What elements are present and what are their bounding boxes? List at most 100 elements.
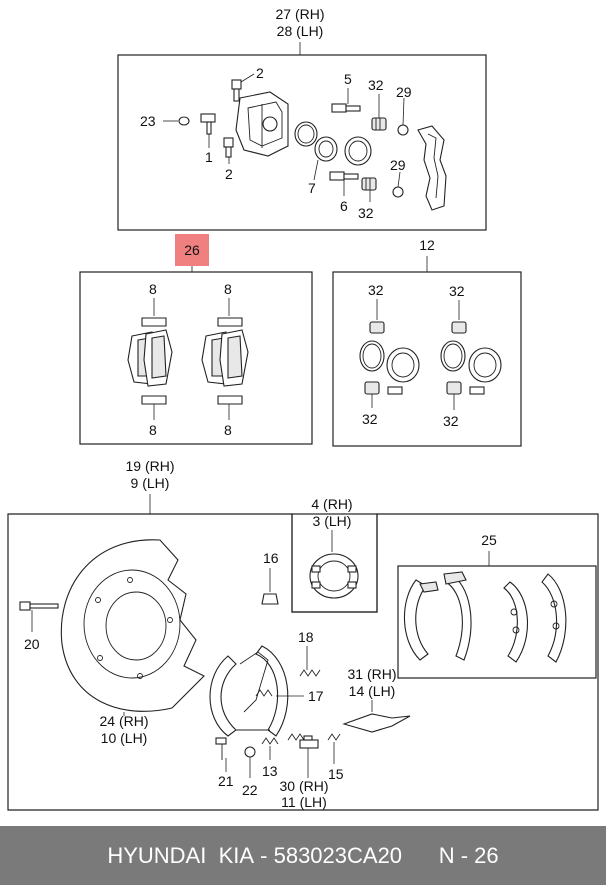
brake-shoe-kit-box [397,565,597,679]
callout-22: 22 [242,782,258,798]
retainer-clip [261,593,279,605]
callout-32-upper: 32 [368,77,384,93]
pin-boot-upper [371,117,387,131]
callout-32-e: 32 [362,411,378,427]
exploded-parts-diagram: 27 (RH) 28 (LH) 2 23 1 2 5 [7,6,599,811]
retaining-ring-upper [397,124,409,136]
footer-part-number: 583023CA20 [273,842,403,868]
callout-3: 3 (LH) [313,513,352,529]
caliper-body [235,91,289,157]
seal-boot-a-top [369,321,385,334]
dust-cap [178,116,190,126]
callout-27: 27 (RH) [275,6,324,22]
guide-pin-lower [329,171,359,181]
brake-shoe-assembly [209,645,289,737]
caliper-bracket [417,125,447,211]
guide-pin-upper [331,103,361,113]
callout-26: 26 [184,242,200,258]
seal-kit-box [332,271,522,447]
seal-boot-b-top [451,321,467,334]
callout-16: 16 [263,550,279,566]
retaining-ring-lower [392,186,404,198]
pad-clip-b-top [217,317,243,327]
callout-23: 23 [140,113,156,129]
return-spring-lower [255,689,273,697]
callout-13: 13 [262,763,278,779]
pad-kit-box [79,271,313,445]
wheel-cylinder [299,735,319,749]
callout-6: 6 [340,198,348,214]
callout-18: 18 [298,629,314,645]
seal-boot-a-bottom [364,381,380,395]
pad-clip-a-bottom [141,395,167,405]
callout-2-bottom: 2 [225,166,233,182]
callout-32-lower: 32 [358,205,374,221]
footer-brand: HYUNDAI KIA [107,842,255,868]
callout-25: 25 [481,532,497,548]
callout-20: 20 [24,636,40,652]
callout-19: 19 (RH) [125,458,174,474]
adjuster-box [291,513,378,613]
seal-pin-b [469,386,485,395]
callout-24: 24 (RH) [99,713,148,729]
brake-pad-set-b [201,329,249,387]
callout-32-f: 32 [443,413,459,429]
hold-down-spring [261,737,279,745]
brake-shoe-2 [443,571,472,661]
callout-12: 12 [419,237,435,253]
backing-plate-bolt [19,601,59,611]
callout-1: 1 [205,149,213,165]
callout-14: 14 (LH) [349,683,396,699]
callout-8-b: 8 [224,281,232,297]
pad-clip-a-top [141,317,167,327]
callout-17: 17 [308,688,324,704]
callout-10: 10 (LH) [101,730,148,746]
seal-boot-ring-a [386,347,420,383]
callout-21: 21 [218,773,234,789]
callout-32-c: 32 [368,282,384,298]
piston-boot [344,136,372,166]
callout-9: 9 (LH) [131,475,170,491]
seal-ring-b [440,340,466,372]
callout-7: 7 [308,180,316,196]
seal-ring-a [359,340,385,372]
pad-clip-b-bottom [217,395,243,405]
callout-4: 4 (RH) [311,496,352,512]
callout-29-lower: 29 [390,157,406,173]
caliper-bolt-top [231,79,242,102]
callout-8-d: 8 [224,422,232,438]
hold-down-washer [244,746,256,758]
brake-shoe-1 [403,579,439,661]
caliper-bolt-bottom [223,137,234,158]
bleeder-screw [200,113,216,135]
seal-boot-ring-b [468,347,502,383]
callout-30: 30 (RH) [279,778,328,794]
callout-8-c: 8 [149,422,157,438]
footer-ref: N - 26 [438,842,499,868]
footer-bar: HYUNDAI KIA - 583023CA20 N - 26 [0,826,606,885]
backing-plate [60,539,205,712]
brake-shoe-3 [503,581,528,663]
pin-boot-lower [361,177,377,191]
seal-pin-a [387,386,403,395]
caliper-piston [314,136,338,162]
brake-pad-set-a [127,329,173,387]
callout-29-upper: 29 [396,84,412,100]
callout-32-d: 32 [449,283,465,299]
adjuster-spring [287,733,305,741]
seal-boot-b-bottom [446,381,462,395]
callout-8-a: 8 [149,281,157,297]
hold-down-pin [215,737,227,760]
callout-11: 11 (LH) [281,794,327,810]
return-spring-upper [299,669,321,677]
callout-15: 15 [328,766,344,782]
parking-brake-adjuster [309,553,359,599]
piston-seal [294,121,318,147]
footer-spacer [402,843,439,869]
callout-2-top: 2 [256,65,264,81]
adjuster-lever-spring [327,733,341,741]
callout-28: 28 (LH) [277,23,324,39]
callout-5: 5 [344,71,352,87]
brake-shoe-4 [541,573,567,663]
footer-separator: - [254,842,274,868]
